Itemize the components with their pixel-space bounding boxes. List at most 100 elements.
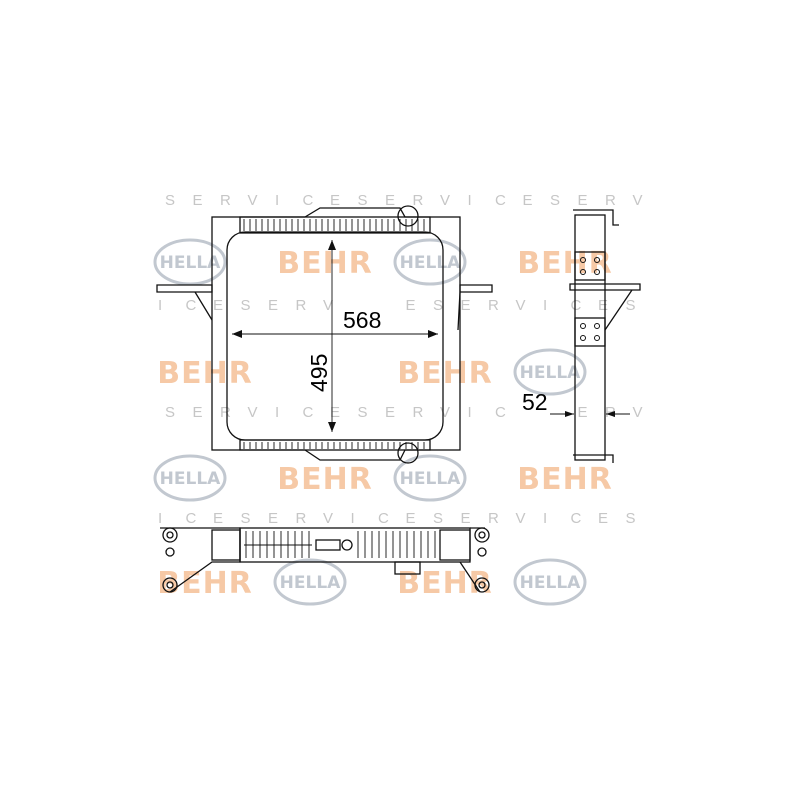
watermark-behr-logo: BEHR <box>517 462 613 497</box>
watermark-service-letter: I <box>468 192 472 209</box>
watermark-behr-logo: BEHR <box>277 246 373 281</box>
watermark-service-letter: R <box>605 192 616 209</box>
watermark-service-letter: I <box>543 297 547 314</box>
tank-fins <box>243 219 425 449</box>
watermark-service-letter: R <box>220 192 231 209</box>
watermark-service-letter: R <box>488 510 499 527</box>
watermark-service-letter: C <box>495 192 506 209</box>
watermark-service-letter: C <box>378 510 389 527</box>
watermark-service-letter: C <box>303 192 314 209</box>
filler-cap <box>397 205 419 227</box>
watermark-service-letter: V <box>248 192 258 209</box>
frame-outline <box>211 216 461 451</box>
watermark-service-letter: I <box>158 510 162 527</box>
watermark-service-letter: S <box>626 297 636 314</box>
watermark-service-letter: E <box>598 510 608 527</box>
watermark-service-letter: E <box>330 404 340 421</box>
watermark-behr-logo: BEHR <box>277 462 373 497</box>
watermark-service-letter: C <box>495 404 506 421</box>
watermark-service-letter: I <box>158 297 162 314</box>
watermark-service-letter: E <box>385 404 395 421</box>
watermark-service-letter: V <box>440 192 450 209</box>
watermark-service-letter: R <box>488 297 499 314</box>
watermark-service-letter: E <box>461 297 471 314</box>
watermark-service-letter: V <box>323 510 333 527</box>
depth-label: 52 <box>522 389 548 415</box>
svg-text:HELLA: HELLA <box>280 573 342 593</box>
watermark-service-letter: E <box>523 192 533 209</box>
watermark-service-letter: S <box>433 510 443 527</box>
svg-text:HELLA: HELLA <box>400 469 462 489</box>
watermark-hella-logo: HELLA <box>393 238 467 286</box>
watermark-service-letter: V <box>516 510 526 527</box>
watermark-service-letter: S <box>241 510 251 527</box>
watermark-service-letter: S <box>433 297 443 314</box>
left-bracket <box>156 284 213 321</box>
svg-text:HELLA: HELLA <box>520 363 582 383</box>
watermark-service-letter: E <box>268 297 278 314</box>
drain-cap <box>397 442 419 464</box>
svg-text:HELLA: HELLA <box>160 253 222 273</box>
width-label: 568 <box>343 307 381 333</box>
watermark-service-letter: S <box>165 404 175 421</box>
watermark-hella-logo: HELLA <box>393 454 467 502</box>
watermark-service-letter: C <box>571 297 582 314</box>
watermark-service-letter: E <box>578 192 588 209</box>
watermark-service-letter: C <box>186 510 197 527</box>
watermark-service-letter: V <box>633 404 643 421</box>
bottom-tank <box>239 439 431 461</box>
watermark-hella-logo: HELLA <box>273 558 347 606</box>
watermark-behr-logo: BEHR <box>397 356 493 391</box>
watermark-service-letter: E <box>461 510 471 527</box>
watermark-service-letter: I <box>275 404 279 421</box>
watermark-service-letter: C <box>186 297 197 314</box>
svg-text:HELLA: HELLA <box>160 469 222 489</box>
side-view: 52 <box>522 209 641 463</box>
height-dimension: 495 <box>306 240 336 432</box>
watermark-service-letter: S <box>165 192 175 209</box>
watermark-service-letter: V <box>323 297 333 314</box>
watermark-service-letter: V <box>516 297 526 314</box>
watermark-service-letter: E <box>213 297 223 314</box>
watermark-service-letter: E <box>213 510 223 527</box>
watermark-hella-logo: HELLA <box>513 558 587 606</box>
side-bracket <box>569 283 641 331</box>
watermark-hella-logo: HELLA <box>153 238 227 286</box>
core-outline <box>226 231 444 441</box>
watermark-service-letter: E <box>193 404 203 421</box>
watermark-service-letter: E <box>330 192 340 209</box>
bottom-view <box>160 527 490 593</box>
watermark-service-letter: V <box>633 192 643 209</box>
front-view: 568 495 <box>156 205 493 464</box>
watermark-service-letter: I <box>543 510 547 527</box>
svg-text:HELLA: HELLA <box>520 573 582 593</box>
watermark-service-letter: I <box>275 192 279 209</box>
watermark-service-letter: S <box>358 192 368 209</box>
watermark-service-letter: R <box>413 404 424 421</box>
watermark-service-letter: E <box>406 297 416 314</box>
watermark-service-letter: E <box>578 404 588 421</box>
watermark-service-letter: V <box>248 404 258 421</box>
watermark-service-letter: E <box>598 297 608 314</box>
watermark-service-letter: R <box>220 404 231 421</box>
watermark-service-letter: R <box>296 297 307 314</box>
watermark-service-letter: S <box>626 510 636 527</box>
watermark-hella-logo: HELLA <box>153 454 227 502</box>
watermark-behr-logo: BEHR <box>397 566 493 601</box>
watermark-service-letter: V <box>440 404 450 421</box>
watermark-hella-logo: HELLA <box>513 348 587 396</box>
watermark-service-letter: C <box>571 510 582 527</box>
watermark-service-letter: C <box>303 404 314 421</box>
height-label: 495 <box>306 354 332 392</box>
depth-dimension: 52 <box>522 389 630 417</box>
width-dimension: 568 <box>232 307 438 338</box>
watermark-service-letter: E <box>385 192 395 209</box>
watermark-service-letter: S <box>358 404 368 421</box>
watermark-service-letter: E <box>268 510 278 527</box>
watermark-service-letter: E <box>193 192 203 209</box>
watermark-behr-logo: BEHR <box>157 356 253 391</box>
watermark-service-letter: S <box>550 192 560 209</box>
watermark-service-letter: E <box>406 510 416 527</box>
